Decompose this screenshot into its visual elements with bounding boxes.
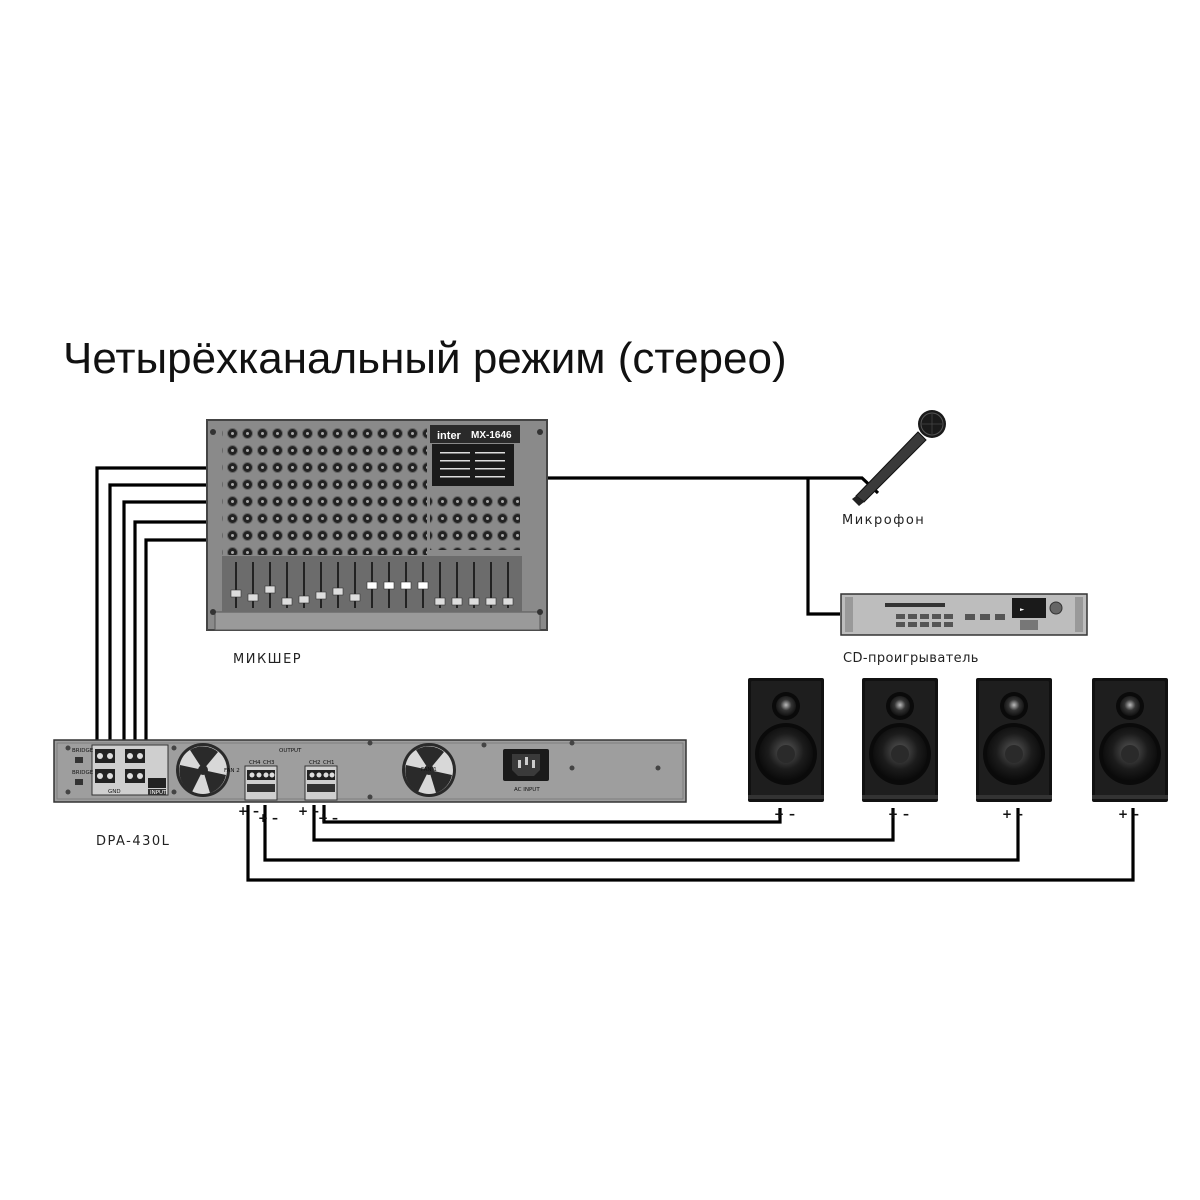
amp-out-plus-1: + (238, 804, 248, 818)
amp-fan2-label: FAN 2 (224, 768, 240, 774)
mixer: inter MX-1646 (206, 419, 548, 631)
amp-gnd-label: GND (108, 789, 121, 795)
amp-ch-label-3: CH3 (263, 760, 275, 766)
mixer-brand: inter (437, 430, 462, 442)
speaker-2-minus: – (903, 807, 909, 821)
cable-speaker-1b (312, 805, 895, 842)
amplifier-label: DPA-430L (96, 834, 170, 849)
amp-out-plus-4: + (318, 811, 328, 825)
amp-out-plus-2: + (258, 811, 268, 825)
amp-out-minus-1: – (253, 804, 259, 818)
cable-cd-player (806, 478, 840, 616)
cable-speaker-3 (246, 805, 1135, 882)
amp-ac-input-label: AC INPUT (514, 787, 540, 793)
speaker-3-minus: – (1017, 807, 1023, 821)
amp-fan1-label: FAN 1 (421, 767, 437, 773)
mixer-meter-panel (432, 444, 514, 486)
fan-icon (176, 743, 230, 797)
cable-mixer-amp-3 (122, 500, 210, 742)
amp-ch-label-2: CH2 (309, 760, 320, 766)
speaker-1 (748, 678, 824, 802)
microphone-icon (852, 410, 946, 506)
mixer-label: МИКШЕР (233, 652, 302, 667)
cable-speaker-1 (322, 805, 782, 824)
speaker-icon (862, 678, 938, 802)
microphone-label: Микрофон (842, 513, 925, 528)
speaker-icon (1092, 678, 1168, 802)
cd-player-label: CD-проигрыватель (843, 651, 979, 666)
speaker-2-plus: + (888, 807, 898, 821)
amp-out-minus-3: – (313, 804, 319, 818)
amplifier: INPUT GND BRIDGE BRIDGE FAN 2 CH4 CH3 OU… (53, 739, 687, 803)
mixer-model: MX-1646 (471, 430, 512, 441)
amp-ch-label-4: CH4 (249, 760, 261, 766)
cable-mixer-amp-5 (144, 538, 210, 742)
mixer-knob-field (222, 425, 427, 555)
cable-speaker-2 (263, 805, 1020, 862)
amp-ch-label-1: CH1 (323, 760, 334, 766)
speaker-3 (976, 678, 1052, 802)
cable-mixer-mic (540, 476, 880, 495)
speaker-1-plus: + (774, 807, 784, 821)
amp-out-plus-3: + (298, 804, 308, 818)
amp-bridge-label-1: BRIDGE (72, 748, 94, 754)
speaker-icon (976, 678, 1052, 802)
amp-out-minus-4: – (332, 811, 338, 825)
speaker-icon (748, 678, 824, 802)
wires (95, 466, 1135, 882)
amp-bridge-label-2: BRIDGE (72, 770, 94, 776)
speaker-3-plus: + (1002, 807, 1012, 821)
speaker-2 (862, 678, 938, 802)
cable-mixer-amp-2 (108, 483, 210, 742)
diagram-title: Четырёхканальный режим (стерео) (63, 334, 787, 383)
amp-out-minus-2: – (272, 811, 278, 825)
ac-socket-icon (503, 749, 549, 781)
amp-output-label: OUTPUT (279, 748, 302, 754)
cd-player-icon: ► (840, 593, 1088, 636)
cable-mixer-amp-1 (95, 466, 210, 742)
speaker-4-plus: + (1118, 807, 1128, 821)
cable-mixer-amp-4 (133, 520, 210, 742)
speaker-4-minus: – (1133, 807, 1139, 821)
svg-text:►: ► (1020, 607, 1025, 613)
amp-input-label: INPUT (150, 790, 167, 796)
fan-icon (402, 743, 456, 797)
speaker-1-minus: – (789, 807, 795, 821)
speaker-4 (1092, 678, 1168, 802)
